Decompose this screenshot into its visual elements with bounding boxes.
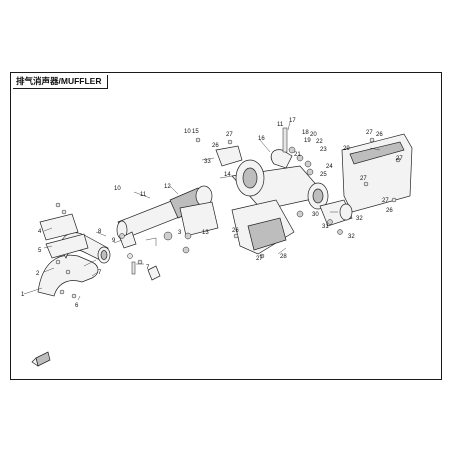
- top-bracket: [195, 137, 243, 167]
- leader-lines: [23, 121, 381, 301]
- callout-27-e: 27: [382, 198, 389, 204]
- callout-33: 33: [204, 159, 211, 165]
- callout-24: 24: [326, 164, 333, 170]
- callout-9: 9: [112, 238, 116, 244]
- callouts: 1 2 3 4 5 6 7 7 8 9 10 10 11 11 12 13 14…: [21, 118, 403, 309]
- callout-27-f: 27: [256, 256, 263, 262]
- callout-20: 20: [310, 132, 317, 138]
- callout-19: 19: [304, 138, 311, 144]
- callout-31: 31: [322, 224, 329, 230]
- callout-11-a: 11: [277, 122, 284, 128]
- sensor-parts: [119, 233, 161, 281]
- callout-27-c: 27: [396, 156, 403, 162]
- callout-26-c: 26: [232, 228, 239, 234]
- callout-21: 21: [294, 152, 301, 158]
- header-pipe: [37, 232, 111, 297]
- right-muffler-shield: [341, 133, 413, 213]
- callout-23: 23: [320, 147, 327, 153]
- callout-26-d: 26: [386, 208, 393, 214]
- tail-pipe: [296, 199, 353, 235]
- callout-25: 25: [320, 172, 327, 178]
- front-arrow-icon: [31, 351, 51, 367]
- upper-bolt-stack: [282, 127, 314, 176]
- callout-32-b: 32: [348, 234, 355, 240]
- left-heat-shield: [39, 202, 89, 299]
- callout-27-d: 27: [360, 176, 367, 182]
- callout-3: 3: [178, 230, 182, 236]
- callout-13: 13: [202, 230, 209, 236]
- callout-27-b: 27: [366, 130, 373, 136]
- muffler-body: [231, 149, 329, 211]
- callout-16: 16: [258, 136, 265, 142]
- callout-10-a: 10: [184, 129, 191, 135]
- page-title: 排气消声器/MUFFLER: [13, 75, 109, 89]
- callout-6: 6: [75, 303, 79, 309]
- callout-18: 18: [302, 130, 309, 136]
- callout-8: 8: [98, 229, 102, 235]
- callout-7-b: 7: [98, 270, 102, 276]
- callout-26-b: 26: [376, 132, 383, 138]
- callout-26-a: 26: [212, 143, 219, 149]
- callout-15: 15: [192, 129, 199, 135]
- callout-28: 28: [280, 254, 287, 260]
- callout-27-a: 27: [226, 132, 233, 138]
- callout-22: 22: [316, 139, 323, 145]
- callout-5: 5: [38, 248, 42, 254]
- callout-14: 14: [224, 172, 231, 178]
- callout-2: 2: [36, 271, 40, 277]
- callout-17: 17: [289, 118, 296, 124]
- callout-4: 4: [38, 229, 42, 235]
- middle-pipe: [116, 185, 219, 265]
- callout-7-a: 7: [146, 265, 150, 271]
- callout-1: 1: [21, 292, 25, 298]
- callout-12: 12: [164, 184, 171, 190]
- lower-heat-shield: [231, 199, 295, 259]
- callout-32-a: 32: [356, 216, 363, 222]
- callout-29: 29: [343, 146, 350, 152]
- callout-11-b: 11: [140, 192, 147, 198]
- callout-30: 30: [312, 212, 319, 218]
- callout-10-b: 10: [114, 186, 121, 192]
- diagram-frame: 排气消声器/MUFFLER: [10, 72, 442, 380]
